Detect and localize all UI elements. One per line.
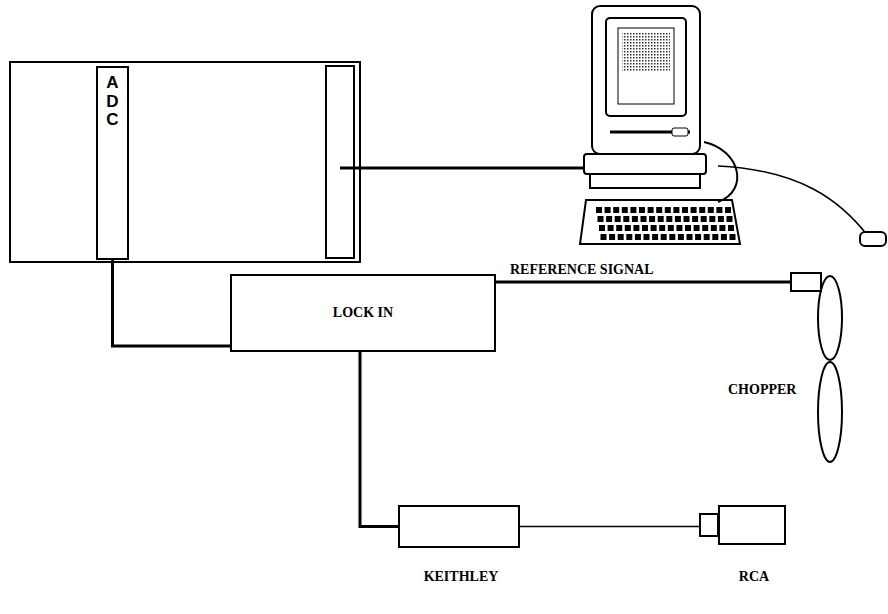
node-label: LOCK IN (333, 305, 393, 321)
node-label: A D C (104, 74, 121, 130)
signal-cable (113, 260, 231, 346)
signal-cable (360, 352, 398, 527)
computer-icon (580, 6, 886, 246)
signal-cable (496, 281, 790, 284)
chopper-blade (818, 362, 842, 462)
lock-in-box: LOCK IN (230, 274, 496, 352)
adc-slot: A D C (96, 66, 129, 260)
rca-box: RCA (718, 505, 786, 545)
screen-dots (622, 32, 670, 72)
keyboard-keys (596, 207, 736, 240)
node-label: CHOPPER (728, 382, 796, 398)
edge-label: REFERENCE SIGNAL (510, 262, 654, 278)
node-label: KEITHLEY (424, 569, 499, 585)
node-label: RCA (739, 569, 769, 585)
bus-cable (340, 167, 590, 170)
reference-sensor: CHOPPER (790, 272, 822, 292)
signal-cable (520, 526, 718, 528)
chassis-box (10, 62, 360, 262)
keithley-box: KEITHLEY (398, 505, 520, 548)
detector-window (700, 514, 718, 536)
interface-card (326, 66, 354, 258)
